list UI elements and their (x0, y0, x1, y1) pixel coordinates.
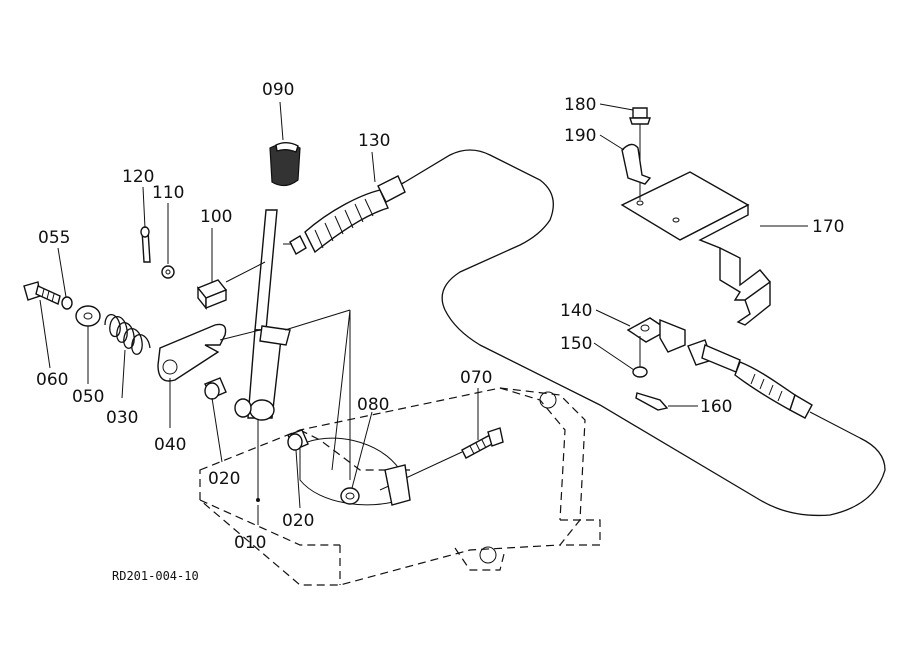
callout-170: 170 (812, 217, 844, 237)
bushing-lower (234, 398, 252, 418)
pin-160 (635, 392, 669, 411)
callout-180: 180 (564, 95, 596, 115)
clip-190 (621, 143, 652, 185)
callout-150: 150 (560, 334, 592, 354)
callout-160: 160 (700, 397, 732, 417)
callout-110: 110 (152, 183, 184, 203)
callout-leaders (39, 101, 808, 525)
bushing-020b (287, 429, 309, 451)
washer-150 (632, 366, 648, 378)
plate-040 (157, 323, 227, 382)
callout-040: 040 (154, 435, 186, 455)
callout-020-left: 020 (208, 469, 240, 489)
bolt-060 (23, 281, 61, 305)
callout-010: 010 (234, 533, 266, 553)
callout-140: 140 (560, 301, 592, 321)
callout-labels: 090 130 120 110 100 055 060 050 030 040 … (36, 80, 844, 553)
cable-bracket-140 (626, 317, 686, 368)
bushing-020a (204, 377, 227, 400)
cable-boot (283, 175, 406, 255)
washer-055 (61, 296, 73, 310)
pivot-leaders (219, 309, 351, 480)
callout-100: 100 (200, 207, 232, 227)
bolt-070 (379, 427, 504, 491)
cable-end-right (687, 339, 861, 439)
callout-090: 090 (262, 80, 294, 100)
shift-lever (247, 209, 291, 502)
callout-080: 080 (357, 395, 389, 415)
washer-050 (75, 305, 101, 327)
drawing-code: RD201-004-10 (112, 569, 199, 583)
bracket-170 (620, 171, 771, 326)
callout-120: 120 (122, 167, 154, 187)
lever-knob (269, 142, 301, 187)
callout-190: 190 (564, 126, 596, 146)
nut-080 (340, 464, 411, 506)
callout-060: 060 (36, 370, 68, 390)
block-100 (196, 261, 266, 310)
washer-110 (161, 265, 175, 279)
callout-070: 070 (460, 368, 492, 388)
callout-030: 030 (106, 408, 138, 428)
spring-030 (104, 313, 151, 355)
callout-055: 055 (38, 228, 70, 248)
callout-050: 050 (72, 387, 104, 407)
split-pin (140, 226, 151, 263)
callout-130: 130 (358, 131, 390, 151)
callout-020-right: 020 (282, 511, 314, 531)
